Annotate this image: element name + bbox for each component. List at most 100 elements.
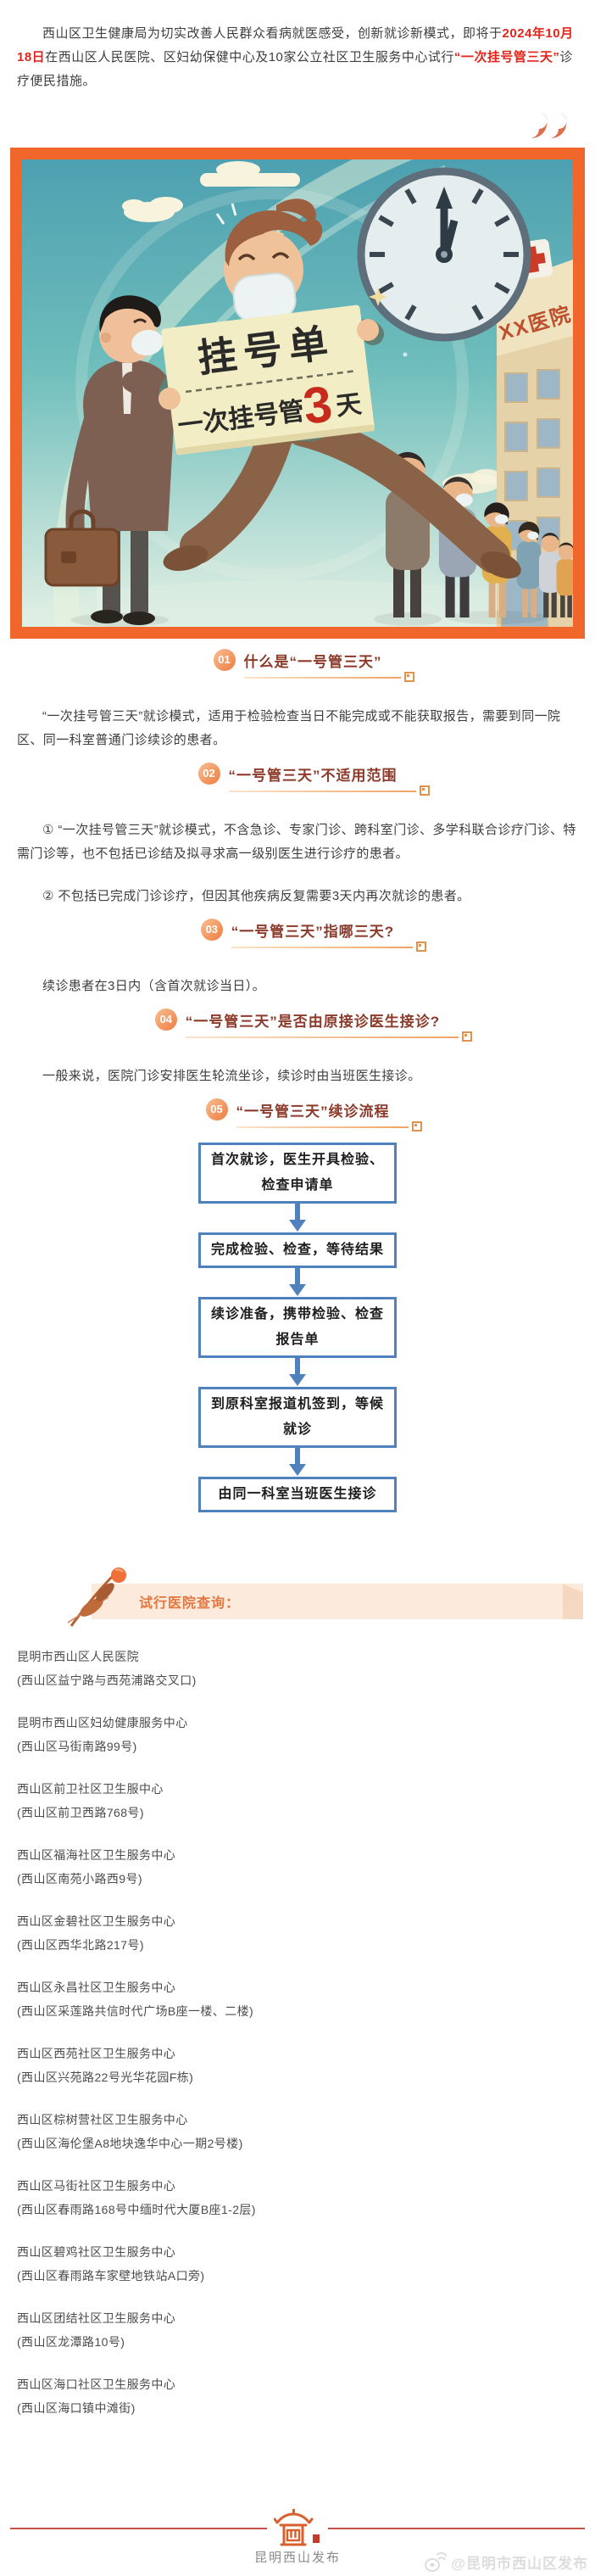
- hospital-item: 西山区棕树营社区卫生服务中心 (西山区海伦堡A8地块逸华中心一期2号楼): [17, 2108, 578, 2155]
- section-number-badge: 05: [205, 1098, 228, 1120]
- brand-logo: [267, 2509, 328, 2552]
- flow-step: 由同一科室当班医生接诊: [198, 1477, 397, 1512]
- hospital-item: 西山区碧鸡社区卫生服务中心 (西山区春雨路车家壁地铁站A口旁): [17, 2240, 578, 2288]
- section-header-3: 03 “一号管三天”指哪三天?: [0, 919, 595, 956]
- quote-icon: [531, 113, 567, 138]
- paragraph: ② 不包括已完成门诊诊疗，但因其他疾病反复需要3天内再次就诊的患者。: [42, 889, 470, 903]
- process-flowchart: 首次就诊，医生开具检验、检查申请单 完成检验、检查，等待结果 续诊准备，携带检验…: [0, 1143, 595, 1512]
- right-hand: [357, 319, 379, 341]
- section-underline: [236, 1126, 409, 1128]
- arrow-down-icon: [289, 1204, 306, 1232]
- flow-step: 完成检验、检查，等待结果: [198, 1232, 397, 1268]
- arrow-down-icon: [289, 1358, 306, 1386]
- section-number-badge: 01: [213, 649, 236, 671]
- hospital-address: (西山区海伦堡A8地块逸华中心一期2号楼): [17, 2137, 243, 2150]
- section-underline: [228, 790, 416, 792]
- intro-text-3: 诊疗便民措施。: [17, 50, 573, 88]
- arrow-down-icon: [289, 1448, 306, 1476]
- section-title: 什么是“一号管三天”: [243, 653, 382, 670]
- section-header-1: 01 什么是“一号管三天”: [0, 649, 595, 686]
- hospital-item: 西山区马街社区卫生服务中心 (西山区春雨路168号中缅时代大厦B座1-2层): [17, 2174, 578, 2221]
- section-title: “一号管三天”不适用范围: [228, 767, 398, 784]
- sign-line-suffix: 天: [335, 390, 364, 421]
- hospital-name: 西山区福海社区卫生服务中心: [17, 1848, 176, 1862]
- weibo-icon: [425, 2551, 448, 2572]
- section-title: “一号管三天”指哪三天?: [231, 923, 395, 940]
- section-underline: [185, 1036, 459, 1038]
- paragraph: 续诊患者在3日内（含首次就诊当日）。: [42, 979, 266, 993]
- queue-person: [539, 533, 561, 617]
- hospital-name: 西山区碧鸡社区卫生服务中心: [17, 2245, 176, 2259]
- hospital-item: 昆明市西山区人民医院 (西山区益宁路与西苑浦路交叉口): [17, 1645, 578, 1692]
- hospital-name: 西山区海口社区卫生服务中心: [17, 2378, 176, 2391]
- section-number-badge: 02: [197, 763, 220, 785]
- hospital-address: (西山区兴苑路22号光华花园F栋): [17, 2070, 194, 2084]
- hospital-item: 西山区团结社区卫生服务中心 (西山区龙潭路10号): [17, 2306, 578, 2354]
- hospital-address: (西山区益宁路与西苑浦路交叉口): [17, 1674, 197, 1687]
- article-page: { "intro": { "part1": "西山区卫生健康局为切实改善人民群众…: [0, 22, 595, 2576]
- hospital-address: (西山区春雨路车家壁地铁站A口旁): [17, 2269, 205, 2283]
- building-windows: [504, 369, 560, 550]
- paragraph: “一次挂号管三天”就诊模式，适用于检验检查当日不能完成或不能获取报告，需要到同一…: [17, 709, 561, 747]
- hero-illustration: XX医院: [22, 159, 573, 627]
- intro-date: 2024年10月18日: [17, 26, 574, 64]
- hospital-name: 昆明市西山区妇幼健康服务中心: [17, 1716, 188, 1729]
- sign-line-number: 3: [300, 375, 335, 435]
- queue-person: [516, 521, 542, 617]
- watermark: @昆明市西山区发布: [425, 2551, 588, 2573]
- hospital-name: 西山区金碧社区卫生服务中心: [17, 1914, 176, 1928]
- corner-ornament-icon: [411, 1120, 422, 1132]
- intro-highlight: “一次挂号管三天”: [453, 50, 560, 64]
- footer: 昆明西山发布 @昆明市西山区发布: [0, 2507, 595, 2576]
- registration-sign: 挂号单 一次挂号管 3 天: [161, 305, 375, 455]
- hospital-name: 西山区西苑社区卫生服务中心: [17, 2047, 176, 2060]
- hospital-item: 西山区福海社区卫生服务中心 (西山区南苑小路西9号): [17, 1843, 578, 1891]
- intro-text-2: 在西山区人民医院、区妇幼保健中心及10家公立社区卫生服务中心试行: [45, 50, 454, 64]
- hospital-item: 西山区永昌社区卫生服务中心 (西山区采莲路共信时代广场B座一楼、二楼): [17, 1975, 578, 2023]
- clock: [357, 167, 531, 342]
- hospital-address: (西山区前卫西路768号): [17, 1806, 144, 1819]
- hospital-name: 西山区棕树营社区卫生服务中心: [17, 2113, 188, 2126]
- flow-step: 首次就诊，医生开具检验、检查申请单: [198, 1143, 397, 1204]
- corner-ornament-icon: [403, 671, 414, 682]
- hero-card: XX医院: [10, 148, 585, 639]
- intro-paragraph: 西山区卫生健康局为切实改善人民群众看病就医感受，创新就诊新模式，即将于2024年…: [17, 22, 578, 93]
- hospital-name: 西山区马街社区卫生服务中心: [17, 2179, 176, 2193]
- corner-ornament-icon: [416, 941, 427, 952]
- hospital-item: 西山区前卫社区卫生服中心(西山区前卫西路768号): [17, 1777, 578, 1824]
- corner-ornament-icon: [462, 1031, 473, 1042]
- flow-step: 到原科室报道机签到，等候就诊: [198, 1387, 397, 1448]
- quote-ornament-row: [0, 112, 570, 142]
- hospital-name: 西山区永昌社区卫生服务中心: [17, 1981, 176, 1994]
- hospital-name: 昆明市西山区人民医院: [17, 1650, 139, 1663]
- briefcase: [44, 509, 120, 587]
- ground: [22, 580, 573, 627]
- hospital-address: (西山区南苑小路西9号): [17, 1872, 142, 1886]
- corner-ornament-icon: [419, 785, 430, 796]
- leaf-decoration-icon: [67, 1567, 126, 1627]
- paragraph: ① “一次挂号管三天”就诊模式，不含急诊、专家门诊、跨科室门诊、多学科联合诊疗门…: [17, 823, 576, 861]
- archway-logo-icon: [273, 2509, 320, 2546]
- hospital-item: 西山区西苑社区卫生服务中心 (西山区兴苑路22号光华花园F栋): [17, 2042, 578, 2089]
- section-title: “一号管三天”续诊流程: [236, 1103, 390, 1120]
- hospital-address: (西山区海口镇中滩街): [17, 2401, 136, 2415]
- hospital-address: (西山区龙潭路10号): [17, 2335, 125, 2349]
- hospital-name: 西山区团结社区卫生服务中心: [17, 2311, 176, 2325]
- hospital-address: (西山区采莲路共信时代广场B座一楼、二楼): [17, 2004, 254, 2018]
- section-header-2: 02 “一号管三天”不适用范围: [0, 763, 595, 800]
- hospital-item: 西山区海口社区卫生服务中心 (西山区海口镇中滩街): [17, 2372, 578, 2420]
- hospital-item: 西山区金碧社区卫生服务中心(西山区西华北路217号): [17, 1909, 578, 1957]
- section-underline: [231, 946, 414, 948]
- hospital-address: (西山区春雨路168号中缅时代大厦B座1-2层): [17, 2203, 256, 2216]
- arrow-down-icon: [289, 1268, 306, 1296]
- queue-person: [556, 542, 573, 617]
- intro-text-1: 西山区卫生健康局为切实改善人民群众看病就医感受，创新就诊新模式，即将于: [42, 26, 503, 41]
- left-hand: [158, 388, 181, 410]
- section-title: “一号管三天”是否由原接诊医生接诊?: [185, 1013, 441, 1030]
- hospital-list: 昆明市西山区人民医院 (西山区益宁路与西苑浦路交叉口) 昆明市西山区妇幼健康服务中…: [17, 1645, 578, 2420]
- flow-step: 续诊准备，携带检验、检查报告单: [198, 1297, 397, 1358]
- section-header-5: 05 “一号管三天”续诊流程: [0, 1098, 595, 1136]
- paragraph: 一般来说，医院门诊安排医生轮流坐诊，续诊时由当班医生接诊。: [42, 1069, 421, 1083]
- section-number-badge: 04: [154, 1009, 177, 1031]
- hospital-item: 昆明市西山区妇幼健康服务中心(西山区马街南路99号): [17, 1711, 578, 1758]
